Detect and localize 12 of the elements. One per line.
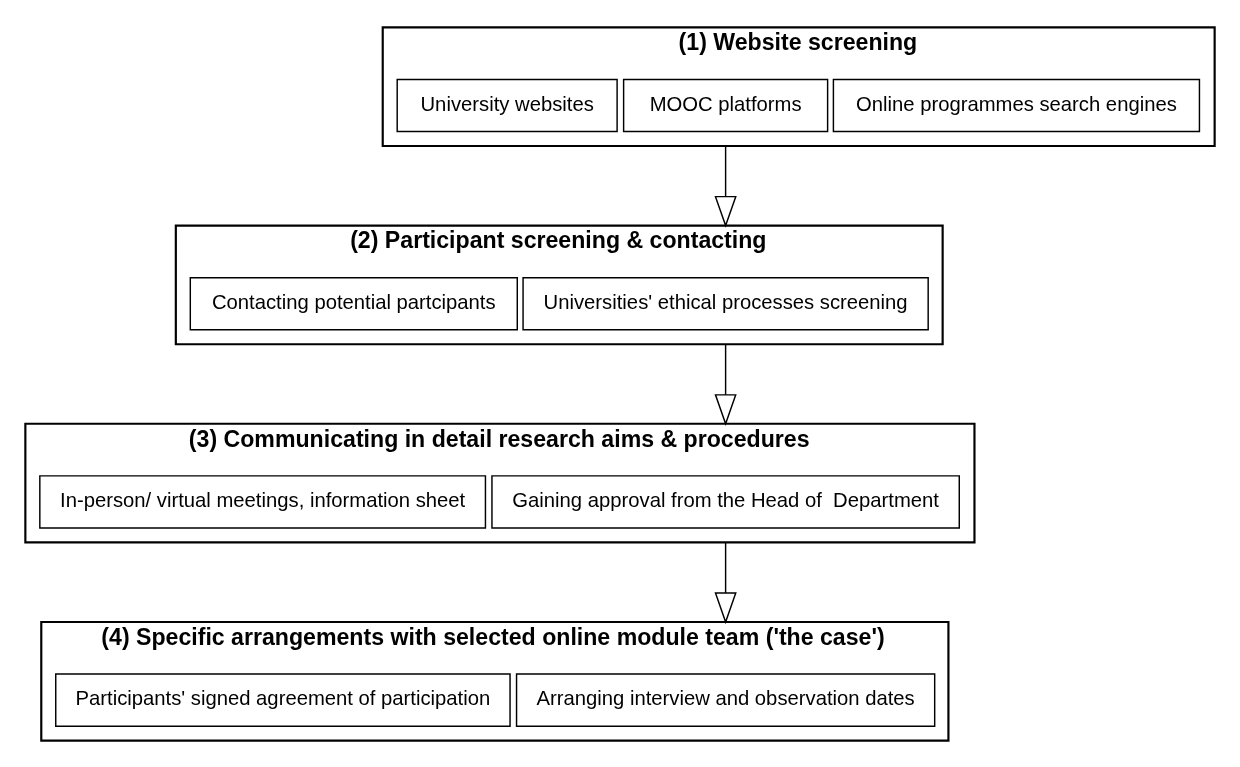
node-box: MOOC platforms [622, 78, 829, 132]
node-box: University websites [396, 78, 618, 132]
node-box: Participants' signed agreement of participation [55, 672, 511, 727]
arrow [714, 541, 737, 624]
node-box: In-person/ virtual meetings, information sheet [39, 474, 487, 529]
node-box: Contacting potential partcipants [189, 276, 518, 330]
node-box: Gaining approval from the Head of Department [491, 474, 960, 529]
arrow [714, 343, 737, 426]
node-box: Arranging interview and observation dates [515, 672, 936, 727]
node-box: Universities' ethical processes screening [522, 276, 929, 330]
node-box: Online programmes search engines [832, 78, 1201, 132]
arrow [714, 144, 737, 228]
